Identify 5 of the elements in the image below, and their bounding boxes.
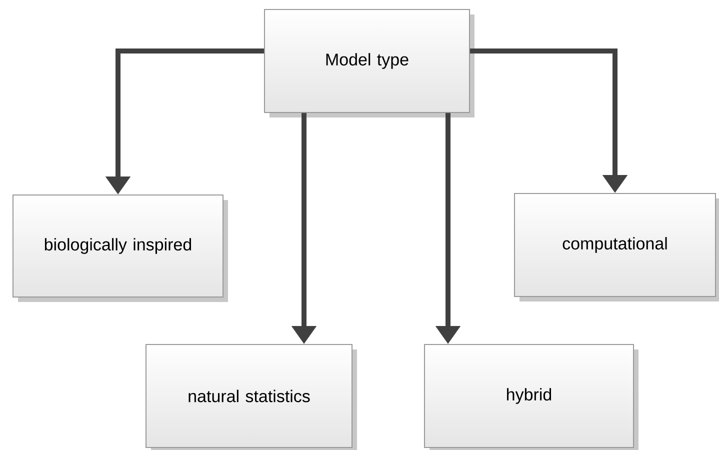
process-box: biologically inspired — [12, 194, 228, 302]
process-box: Model type — [264, 9, 474, 118]
process-box: computational — [514, 193, 719, 302]
process-box: hybrid — [424, 344, 638, 450]
process-box: natural statistics — [146, 344, 357, 450]
